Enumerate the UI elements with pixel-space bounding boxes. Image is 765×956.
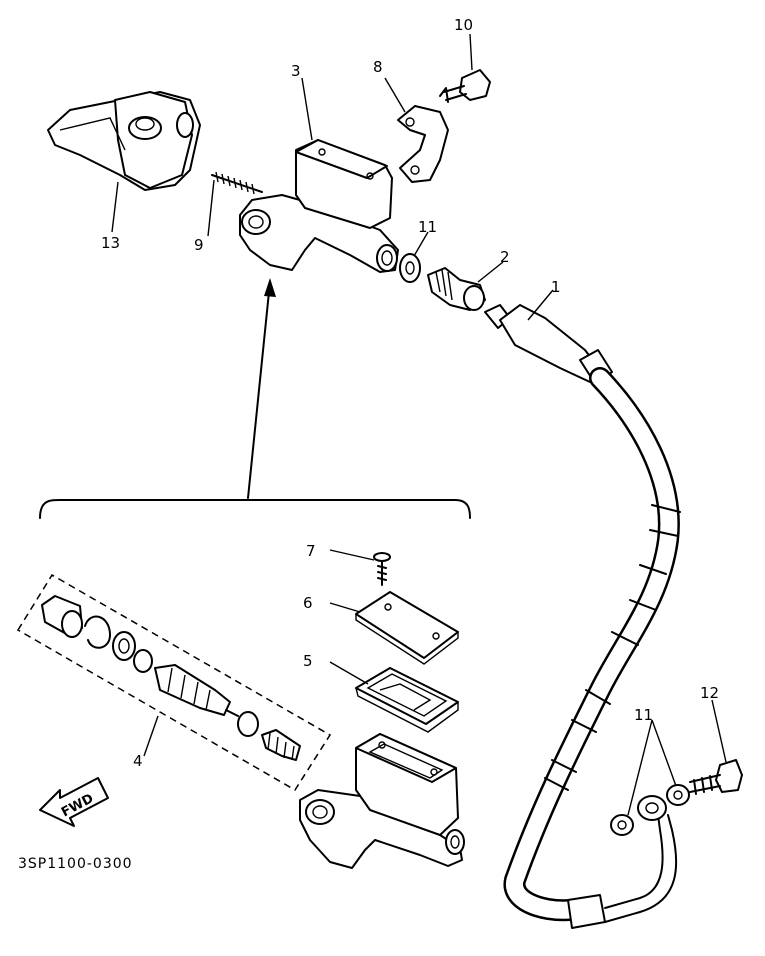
part-10-bolt xyxy=(439,69,491,103)
callout-6: 6 xyxy=(303,594,313,612)
part-12-union-bolt xyxy=(689,759,743,795)
part-9-screw xyxy=(211,171,263,195)
callout-11-top: 11 xyxy=(418,218,437,236)
leader-lines xyxy=(111,33,727,816)
callout-2: 2 xyxy=(500,248,510,266)
callout-labels: 1 2 3 4 5 6 7 8 9 10 11 11 12 13 3SP1100… xyxy=(18,16,719,872)
fwd-arrow: FWD xyxy=(39,777,109,827)
callout-7: 7 xyxy=(306,542,316,560)
part-8-holder xyxy=(397,105,449,183)
part-13-lever-bracket xyxy=(47,91,201,191)
callout-13: 13 xyxy=(101,234,120,252)
part-4-piston-kit xyxy=(16,573,332,792)
part-6-cap xyxy=(355,591,459,665)
part-2-fitting xyxy=(427,267,486,311)
part-5-diaphragm xyxy=(355,667,459,733)
callout-9: 9 xyxy=(194,236,204,254)
callout-5: 5 xyxy=(303,652,313,670)
part-7-screw xyxy=(373,552,391,586)
callout-3: 3 xyxy=(291,62,301,80)
part-11-washer-top xyxy=(399,253,421,283)
callout-4: 4 xyxy=(133,752,143,770)
part-1-brake-hose xyxy=(484,304,681,929)
detail-pointer xyxy=(39,278,471,519)
callout-8: 8 xyxy=(373,58,383,76)
callout-1: 1 xyxy=(551,278,561,296)
master-cylinder-body-detail xyxy=(299,733,465,869)
callout-10: 10 xyxy=(454,16,473,34)
part-11-washers-bottom xyxy=(610,784,690,836)
part-3-master-cylinder xyxy=(239,139,399,273)
callout-12: 12 xyxy=(700,684,719,702)
diagram-code: 3SP1100-0300 xyxy=(18,856,133,872)
callout-11-bottom: 11 xyxy=(634,706,653,724)
